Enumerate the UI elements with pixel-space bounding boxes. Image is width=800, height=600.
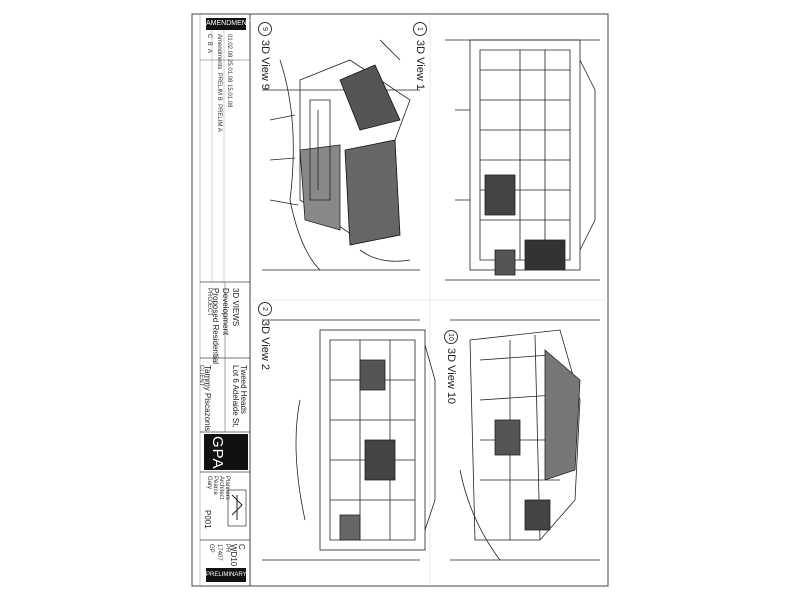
view1-number: 1: [413, 22, 427, 36]
gpa-logo: GPA: [204, 434, 248, 470]
view10-title: 10 3D View 10: [444, 330, 458, 404]
view9-title: 9 3D View 9: [258, 22, 272, 90]
code-job: 17407: [216, 544, 222, 561]
firm-logo: [227, 489, 247, 527]
amendment-header: AMENDMENT: [206, 18, 251, 30]
drawing-number: P001: [203, 510, 212, 529]
view1-label: 3D View 1: [414, 40, 426, 90]
drawing-title: 3D VIEWS: [231, 288, 240, 327]
amend-notes: Amendments PRELIM B PRELIM A: [216, 34, 222, 132]
view2-label: 3D View 2: [259, 320, 271, 370]
view2-number: 2: [258, 302, 272, 316]
view10-number: 10: [444, 330, 458, 344]
firm-name-4: Planners: [224, 476, 230, 500]
view2-drawing: [262, 319, 436, 561]
revision-letter: C: [237, 544, 246, 550]
amend-revs: C B A: [206, 34, 212, 54]
view10-drawing: [450, 319, 600, 561]
code-gp: GP: [208, 544, 214, 553]
view9-label: 3D View 9: [259, 40, 271, 90]
view1-drawing: [445, 39, 600, 281]
project-line-2: Development: [221, 288, 230, 336]
view1-title: 1 3D View 1: [413, 22, 427, 90]
view10-label: 3D View 10: [445, 348, 457, 405]
project-line-1: Proposed Residential: [211, 288, 220, 365]
client-name: Tammy Piscazonis: [203, 365, 212, 432]
address-line-2: Tweed Heads: [239, 365, 248, 414]
view9-number: 9: [258, 22, 272, 36]
view2-title: 2 3D View 2: [258, 302, 272, 370]
amend-dates: 01.02.08 25.01.08 15.01.08: [226, 34, 232, 108]
preliminary-stamp: PRELIMINARY: [206, 568, 247, 582]
view9-drawing: [262, 39, 420, 271]
